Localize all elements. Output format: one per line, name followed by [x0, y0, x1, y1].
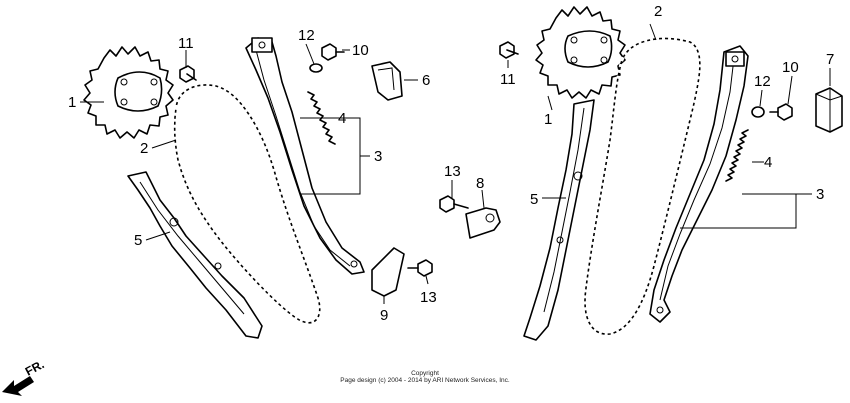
left-tensioner-bolt — [321, 43, 345, 61]
callout-right-10: 10 — [782, 59, 799, 76]
callout-left-4: 4 — [338, 110, 346, 127]
right-cam-chain — [583, 37, 702, 336]
guide-plate-9 — [371, 247, 405, 297]
copyright-notice: Page design (c) 2004 - 2014 by ARI Netwo… — [340, 377, 510, 384]
left-tensioner-arm — [245, 37, 365, 275]
left-washer — [309, 63, 323, 73]
callout-numbers: 1 2 11 5 12 10 6 4 3 13 8 13 9 1 2 11 5 … — [68, 3, 834, 324]
left-stopper-block — [371, 61, 403, 101]
callout-left-10: 10 — [352, 42, 369, 59]
right-tensioner-bolt — [769, 103, 793, 121]
callout-right-11: 11 — [500, 71, 516, 88]
callout-right-1: 1 — [544, 111, 552, 128]
lower-bolt — [407, 259, 433, 277]
left-sprocket-bolt — [179, 65, 197, 83]
guide-plate-8 — [465, 207, 501, 239]
right-washer — [751, 106, 765, 118]
callout-right-5: 5 — [530, 191, 538, 208]
callout-left-5: 5 — [134, 232, 142, 249]
right-cam-sprocket — [535, 6, 626, 99]
callout-right-2: 2 — [654, 3, 662, 20]
front-arrow-icon — [2, 376, 34, 396]
right-stopper-block — [815, 87, 843, 133]
left-cam-sprocket — [83, 46, 174, 139]
callout-right-3: 3 — [816, 186, 824, 203]
callout-left-9: 9 — [380, 307, 388, 324]
right-sprocket-bolt — [499, 41, 519, 59]
left-chain-guide — [127, 171, 263, 339]
copyright-heading: Copyright — [411, 370, 439, 377]
leader-lines — [80, 23, 831, 304]
callout-left-8: 8 — [476, 175, 484, 192]
callout-left-6: 6 — [422, 72, 430, 89]
left-cam-chain — [173, 83, 322, 325]
upper-bolt — [439, 195, 469, 213]
callout-left-13-lower: 13 — [420, 289, 437, 306]
callout-left-2: 2 — [140, 140, 148, 157]
callout-left-3: 3 — [374, 148, 382, 165]
callout-right-4: 4 — [764, 154, 772, 171]
right-tensioner-spring — [725, 129, 749, 182]
right-tensioner-arm — [649, 45, 749, 323]
callout-right-7: 7 — [826, 51, 834, 68]
callout-left-13-upper: 13 — [444, 163, 461, 180]
callout-left-1: 1 — [68, 94, 76, 111]
callout-left-11: 11 — [178, 35, 194, 52]
callout-right-12: 12 — [754, 73, 771, 90]
callout-left-12: 12 — [298, 27, 315, 44]
right-chain-guide — [523, 99, 595, 341]
